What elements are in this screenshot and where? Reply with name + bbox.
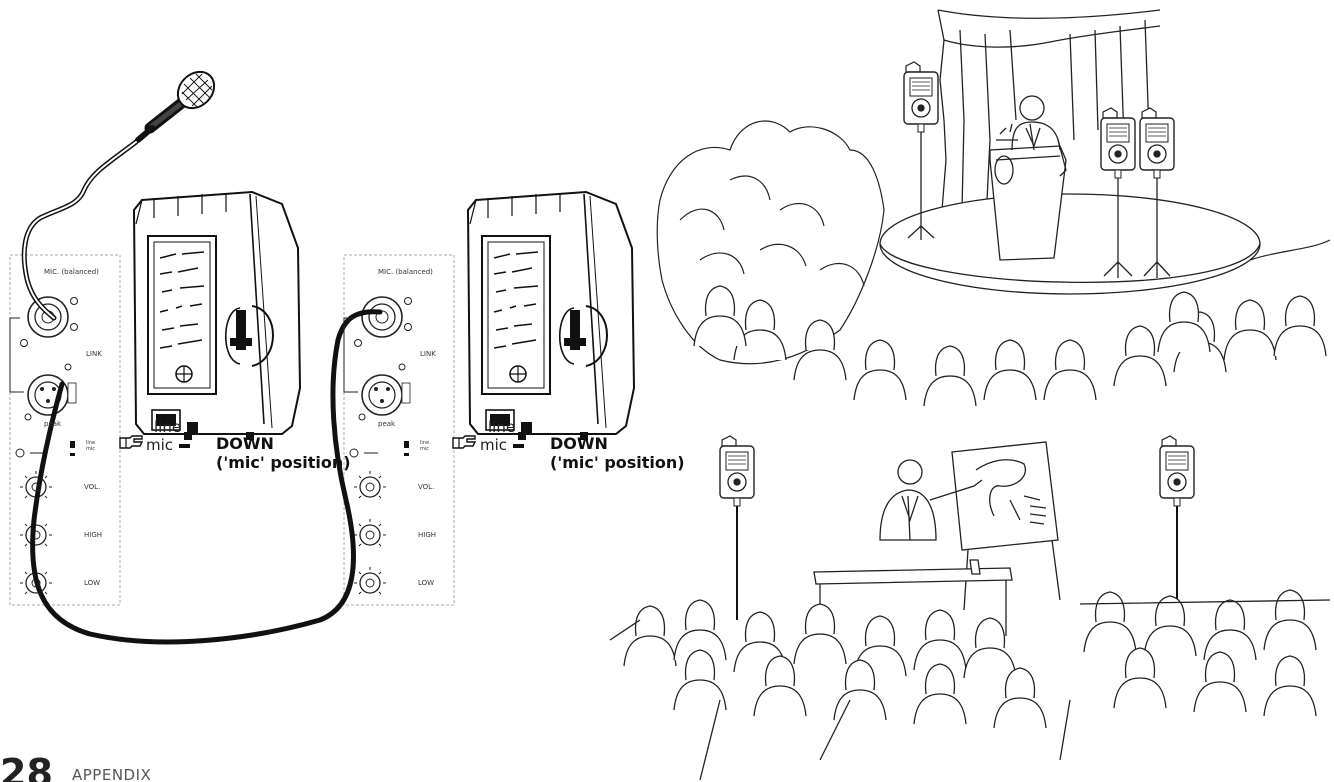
link-label: LINK bbox=[420, 350, 436, 358]
mic-position-text: ('mic' position) bbox=[216, 453, 351, 472]
vol-label: VOL. bbox=[418, 483, 434, 491]
mini-switch-labels: line mic bbox=[86, 440, 95, 452]
mic-switch-label: mic bbox=[480, 436, 507, 454]
line-switch-block bbox=[187, 422, 198, 434]
mic-switch-label: mic bbox=[146, 436, 173, 454]
mic-balanced-label: MIC. (balanced) bbox=[378, 268, 433, 276]
mic-position-text: ('mic' position) bbox=[550, 453, 685, 472]
microphone bbox=[138, 65, 221, 140]
mic-switch-indicator: mic bbox=[146, 436, 190, 454]
line-switch-label: line bbox=[154, 418, 181, 436]
mini-switch-labels: line mic bbox=[420, 440, 429, 452]
vol-label: VOL. bbox=[84, 483, 100, 491]
line-switch-indicator: line bbox=[488, 418, 532, 436]
mic-switch-indicator: mic bbox=[480, 436, 524, 454]
lecture-scene bbox=[610, 436, 1330, 780]
left-connection-diagram bbox=[10, 65, 634, 642]
down-text: DOWN bbox=[216, 434, 351, 453]
mic-position-note: DOWN ('mic' position) bbox=[216, 434, 351, 472]
down-text: DOWN bbox=[550, 434, 685, 453]
pointing-hand-icon bbox=[120, 436, 142, 448]
low-label: LOW bbox=[84, 579, 100, 587]
mini-mic-label: mic bbox=[420, 446, 429, 452]
line-switch-indicator: line bbox=[154, 418, 198, 436]
mini-mic-label: mic bbox=[86, 446, 95, 452]
line-switch-block bbox=[521, 422, 532, 434]
high-label: HIGH bbox=[418, 531, 436, 539]
pointing-hand-icon bbox=[453, 436, 475, 448]
low-label: LOW bbox=[418, 579, 434, 587]
peak-label: peak bbox=[378, 420, 395, 428]
auditorium-scene bbox=[880, 10, 1260, 294]
mic-switch-block bbox=[179, 444, 190, 448]
mic-switch-block bbox=[513, 444, 524, 448]
line-switch-label: line bbox=[488, 418, 515, 436]
section-title: APPENDIX bbox=[72, 766, 151, 782]
high-label: HIGH bbox=[84, 531, 102, 539]
link-label: LINK bbox=[86, 350, 102, 358]
page-number: 28 bbox=[0, 754, 53, 782]
peak-label: peak bbox=[44, 420, 61, 428]
mic-position-note: DOWN ('mic' position) bbox=[550, 434, 685, 472]
mic-balanced-label: MIC. (balanced) bbox=[44, 268, 99, 276]
